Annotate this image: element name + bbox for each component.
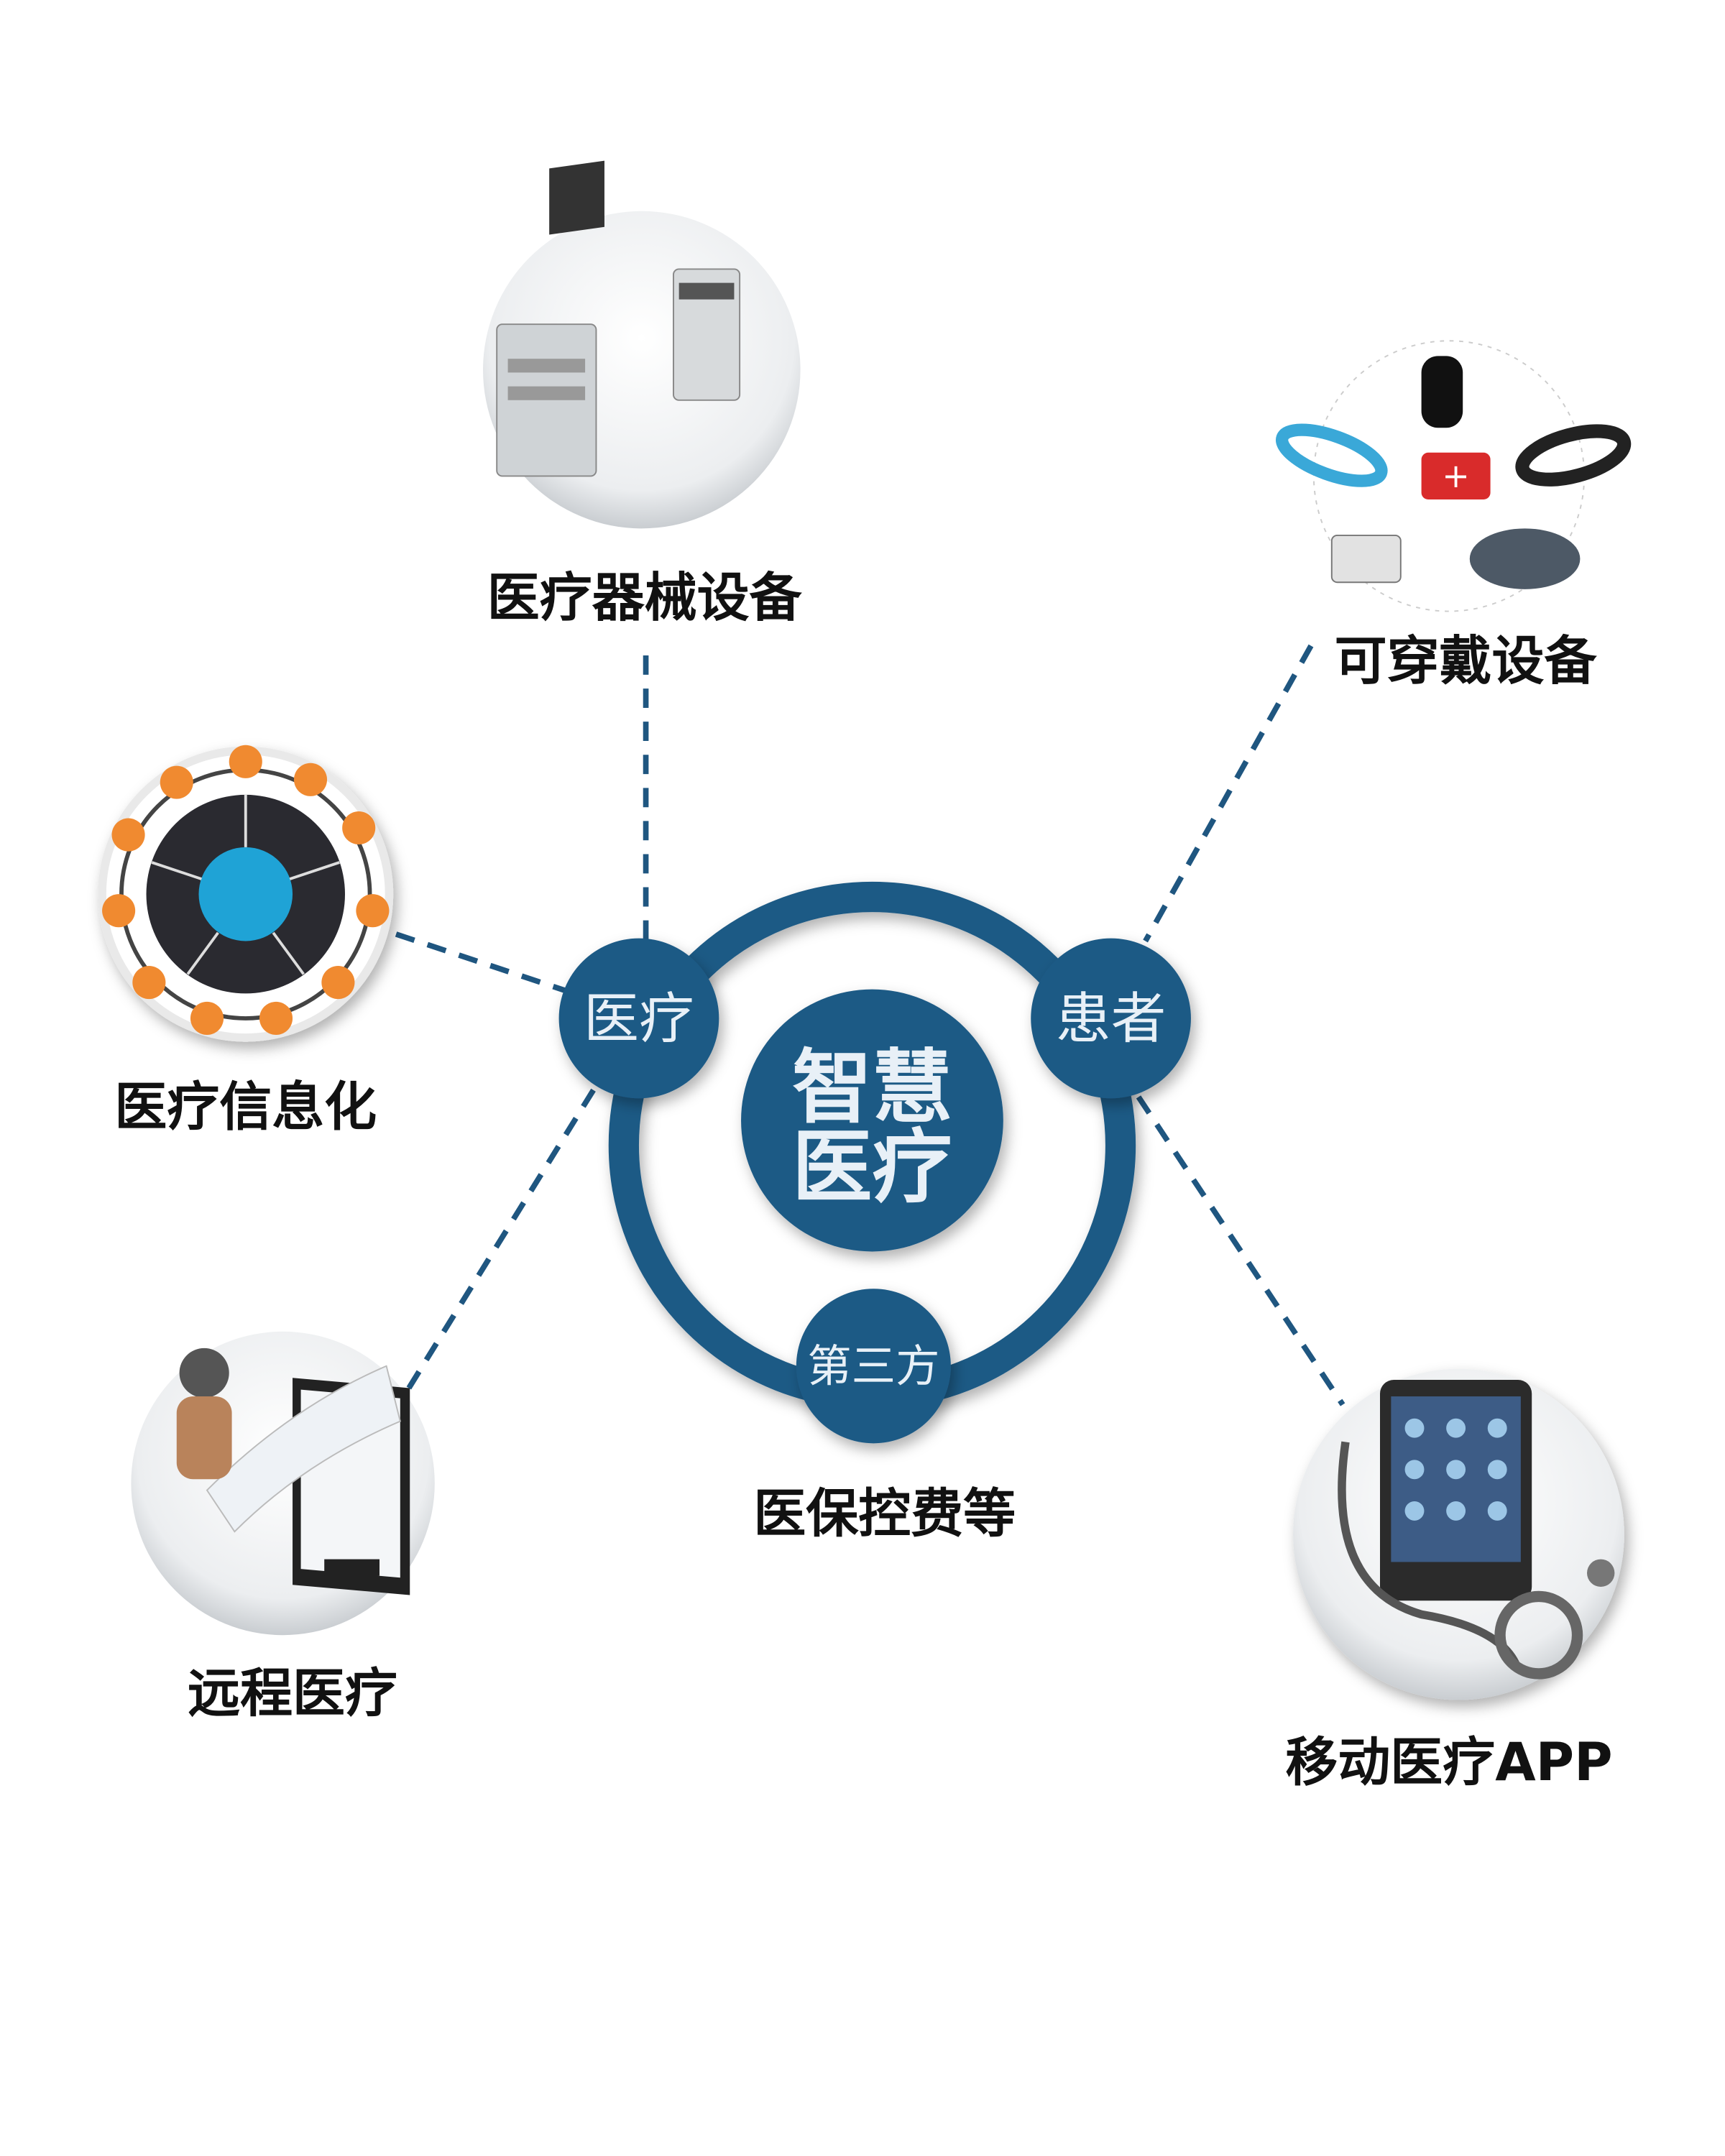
label-mobile-medical-app: 移动医疗APP — [1285, 1732, 1612, 1793]
center-title-line1: 智慧 — [792, 1041, 952, 1134]
label-wearable-devices: 可穿戴设备 — [1335, 631, 1598, 692]
connector-mobile — [1136, 1095, 1346, 1406]
node-third-party: 第三方 — [796, 1289, 951, 1444]
node-patient: 患者 — [1031, 938, 1191, 1099]
label-informatization: 医疗信息化 — [114, 1077, 377, 1138]
connectors — [395, 644, 1346, 1406]
node-patient-label: 患者 — [1056, 987, 1167, 1051]
node-medical-label: 医疗 — [584, 987, 694, 1051]
label-medical-equipment: 医疗器械设备 — [487, 567, 803, 628]
label-insurance-cost-control: 医保控费等 — [753, 1483, 1016, 1544]
medical-equipment-image — [483, 160, 801, 529]
connector-wearable — [1143, 644, 1314, 943]
connector-remote — [405, 1088, 596, 1393]
connector-informatization — [395, 931, 567, 994]
informatization-image — [98, 745, 394, 1042]
remote-medicine-image — [131, 1331, 435, 1636]
node-medical: 医疗 — [558, 938, 719, 1099]
label-remote-medicine: 远程医疗 — [188, 1663, 397, 1724]
center-title-line2: 医疗 — [792, 1122, 952, 1215]
wearable-devices-image: + — [1275, 340, 1632, 612]
svg-text:+: + — [1442, 456, 1470, 495]
node-third-party-label: 第三方 — [807, 1341, 939, 1392]
center-circle — [741, 989, 1003, 1252]
mobile-app-image — [1293, 1368, 1624, 1700]
